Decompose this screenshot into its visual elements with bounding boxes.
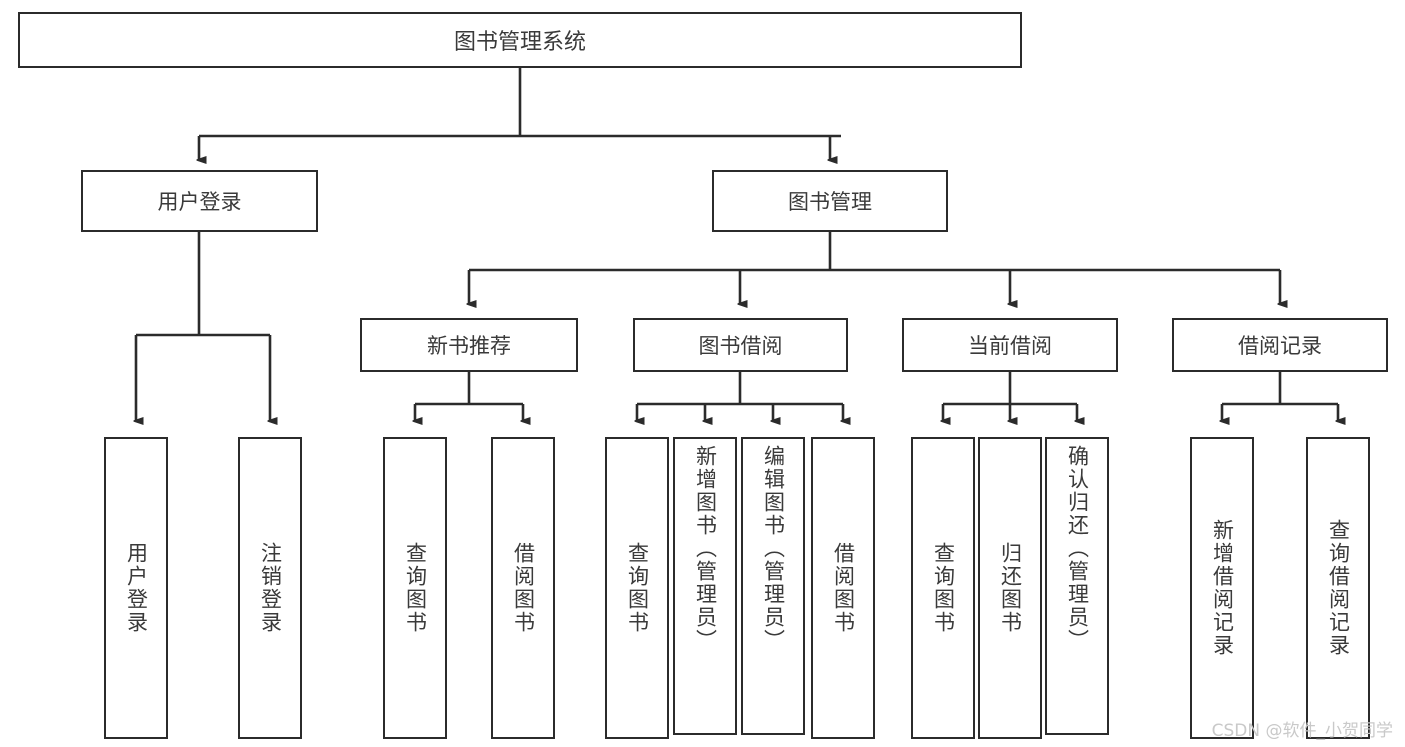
node-borrow-record[interactable]: 借阅记录	[1172, 318, 1388, 372]
node-label: 当前借阅	[968, 334, 1052, 358]
leaf-label: 注销登录	[258, 542, 283, 634]
leaf-user-login-signin[interactable]: 用户登录	[104, 437, 168, 739]
csdn-watermark: CSDN @软件_小贺同学	[1211, 721, 1393, 741]
leaf-label: 新增图书（管理员）	[693, 445, 718, 652]
node-label: 用户登录	[157, 190, 242, 214]
node-new-book-recommend[interactable]: 新书推荐	[360, 318, 578, 372]
node-label: 借阅记录	[1238, 334, 1322, 358]
leaf-label: 用户登录	[124, 542, 149, 634]
node-book-borrow[interactable]: 图书借阅	[633, 318, 848, 372]
leaf-label: 新增借阅记录	[1210, 519, 1235, 657]
node-label: 图书管理系统	[453, 30, 586, 55]
leaf-book-borrow-add[interactable]: 新增图书（管理员）	[673, 437, 737, 735]
leaf-borrow-record-add[interactable]: 新增借阅记录	[1190, 437, 1254, 739]
leaf-label: 查询图书	[403, 542, 428, 634]
leaf-label: 查询借阅记录	[1326, 519, 1351, 657]
leaf-label: 确认归还（管理员）	[1065, 445, 1090, 652]
node-label: 图书借阅	[698, 334, 783, 358]
leaf-current-borrow-return[interactable]: 归还图书	[978, 437, 1042, 739]
leaf-label: 查询图书	[625, 542, 650, 634]
leaf-label: 查询图书	[931, 542, 956, 634]
node-user-login[interactable]: 用户登录	[81, 170, 318, 232]
leaf-label: 借阅图书	[831, 542, 856, 634]
leaf-new-book-borrow[interactable]: 借阅图书	[491, 437, 555, 739]
node-label: 新书推荐	[427, 334, 511, 358]
leaf-user-login-signout[interactable]: 注销登录	[238, 437, 302, 739]
leaf-book-borrow-query[interactable]: 查询图书	[605, 437, 669, 739]
leaf-current-borrow-confirm-return[interactable]: 确认归还（管理员）	[1045, 437, 1109, 735]
node-book-management-system[interactable]: 图书管理系统	[18, 12, 1022, 68]
leaf-label: 编辑图书（管理员）	[761, 445, 786, 652]
leaf-book-borrow-edit[interactable]: 编辑图书（管理员）	[741, 437, 805, 735]
leaf-book-borrow-borrow[interactable]: 借阅图书	[811, 437, 875, 739]
leaf-new-book-query[interactable]: 查询图书	[383, 437, 447, 739]
node-current-borrow[interactable]: 当前借阅	[902, 318, 1118, 372]
leaf-borrow-record-query[interactable]: 查询借阅记录	[1306, 437, 1370, 739]
leaf-label: 借阅图书	[511, 542, 536, 634]
node-book-management[interactable]: 图书管理	[712, 170, 948, 232]
leaf-label: 归还图书	[998, 542, 1023, 634]
node-label: 图书管理	[788, 190, 872, 214]
leaf-current-borrow-query[interactable]: 查询图书	[911, 437, 975, 739]
